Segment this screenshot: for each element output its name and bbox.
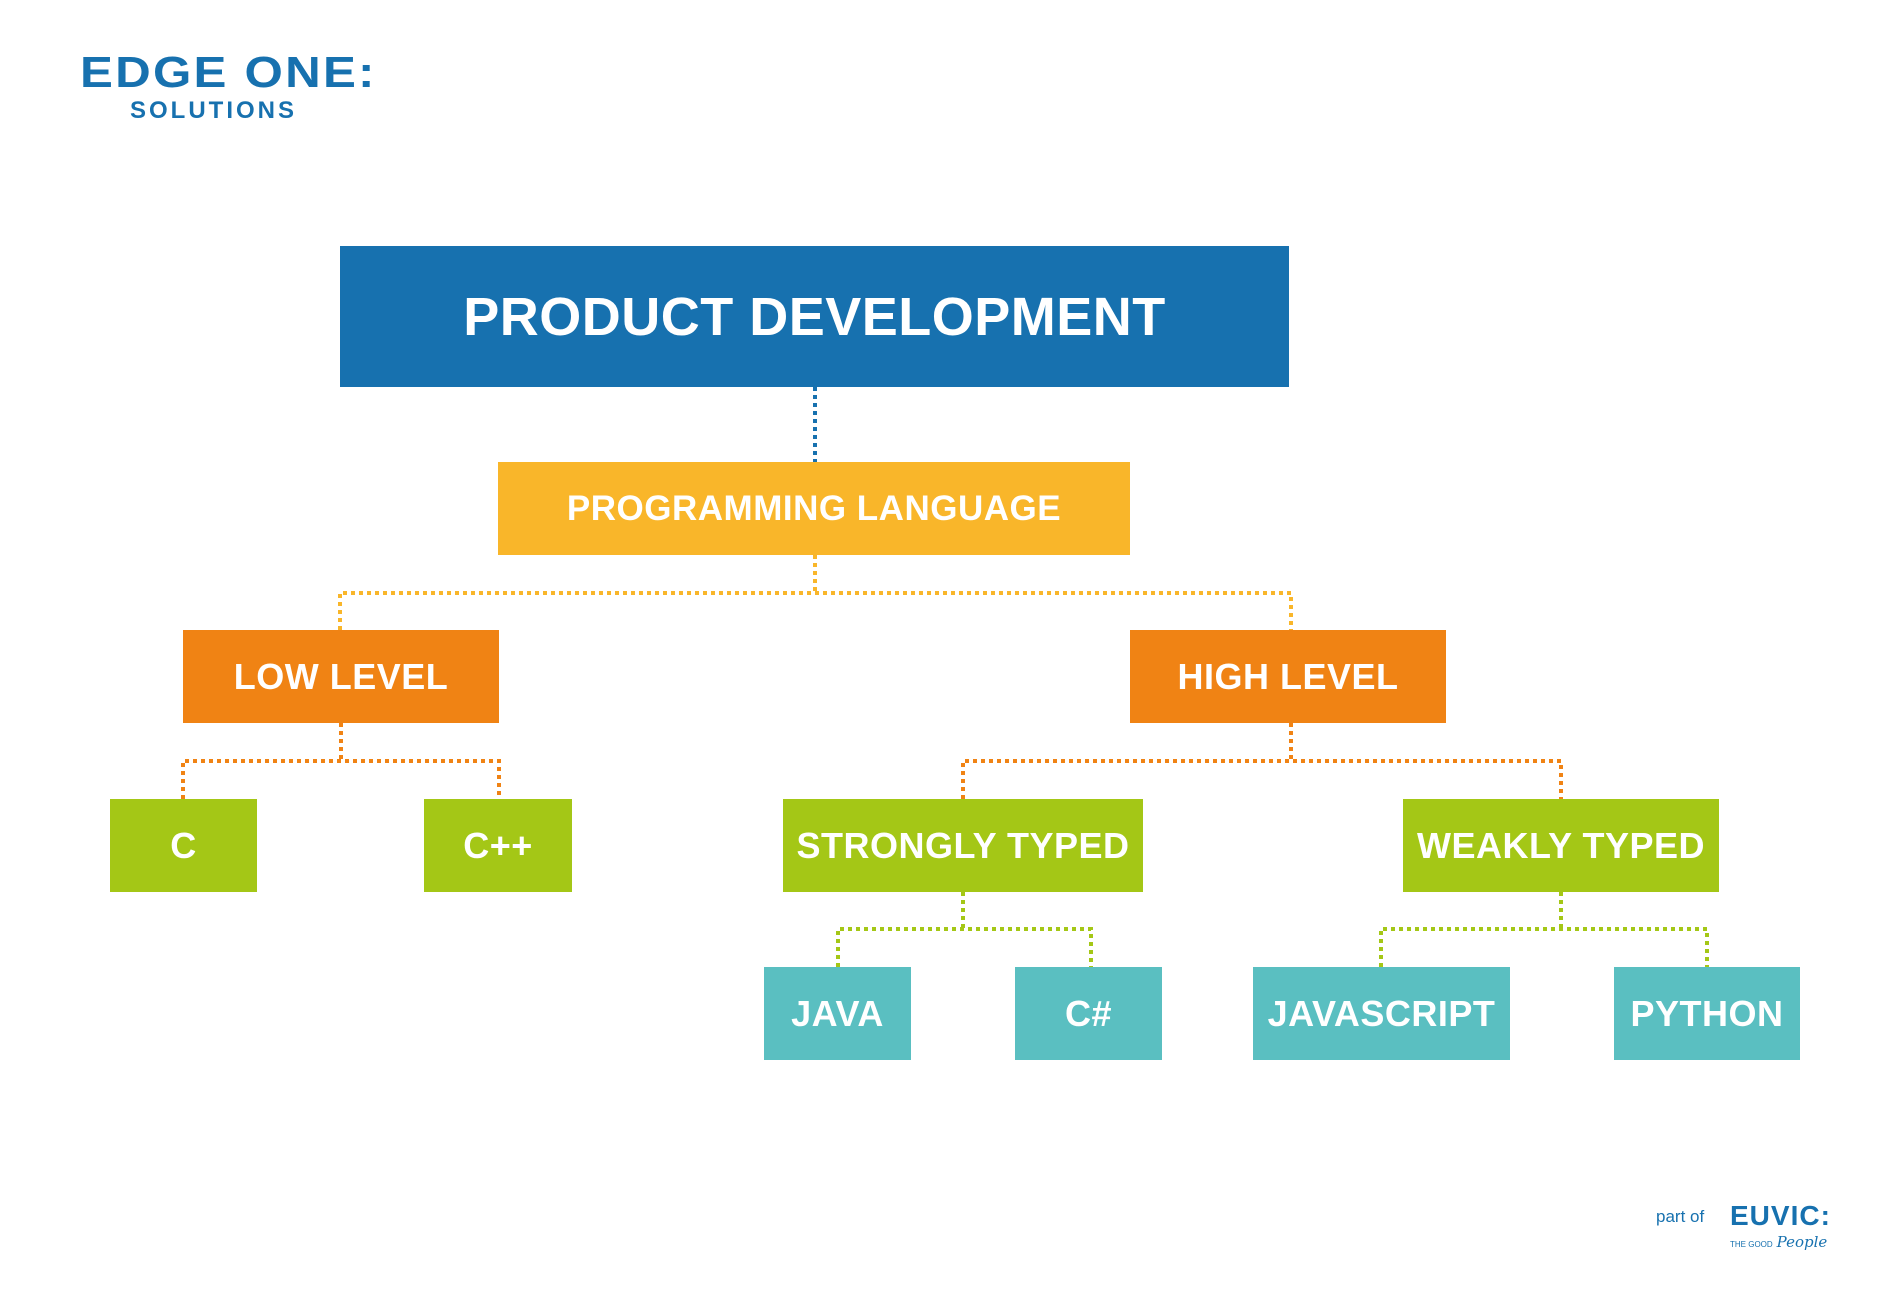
node-strongly-typed: STRONGLY TYPED: [783, 799, 1143, 892]
node-label: LOW LEVEL: [233, 655, 449, 697]
node-label: JAVASCRIPT: [1267, 992, 1496, 1034]
tagline-script: People: [1776, 1233, 1828, 1251]
node-label: JAVA: [791, 992, 884, 1034]
node-label: HIGH LEVEL: [1177, 655, 1399, 697]
node-label: C++: [463, 824, 533, 866]
connector-category-levels: [338, 555, 1293, 630]
euvic-logo: EUVIC:: [1730, 1200, 1831, 1231]
node-javascript: JAVASCRIPT: [1253, 967, 1510, 1060]
connector-high-level: [961, 723, 1563, 799]
node-weakly-typed: WEAKLY TYPED: [1403, 799, 1719, 892]
connector-low-level: [181, 723, 501, 799]
node-high-level: HIGH LEVEL: [1130, 630, 1446, 723]
node-low-level: LOW LEVEL: [183, 630, 499, 723]
node-product-development: PRODUCT DEVELOPMENT: [340, 246, 1289, 387]
node-programming-language: PROGRAMMING LANGUAGE: [498, 462, 1130, 555]
tagline-text: THE GOOD: [1730, 1240, 1773, 1249]
node-label: WEAKLY TYPED: [1416, 824, 1706, 866]
node-label: PRODUCT DEVELOPMENT: [463, 286, 1166, 347]
node-c: C: [110, 799, 257, 892]
node-label: C: [170, 824, 197, 866]
node-python: PYTHON: [1614, 967, 1800, 1060]
connector-strongly-typed: [836, 892, 1093, 967]
node-label: PROGRAMMING LANGUAGE: [566, 488, 1062, 528]
edge-one-logo-subtitle: SOLUTIONS: [130, 97, 298, 124]
node-label: PYTHON: [1630, 992, 1784, 1034]
node-java: JAVA: [764, 967, 911, 1060]
connector-weakly-typed: [1379, 892, 1709, 967]
node-label: STRONGLY TYPED: [796, 824, 1130, 866]
node-label: C#: [1064, 992, 1113, 1034]
edge-one-logo: EDGE ONE:: [80, 48, 377, 97]
node-csharp: C#: [1015, 967, 1162, 1060]
part-of-label: part of: [1656, 1207, 1705, 1226]
node-cpp: C++: [424, 799, 572, 892]
